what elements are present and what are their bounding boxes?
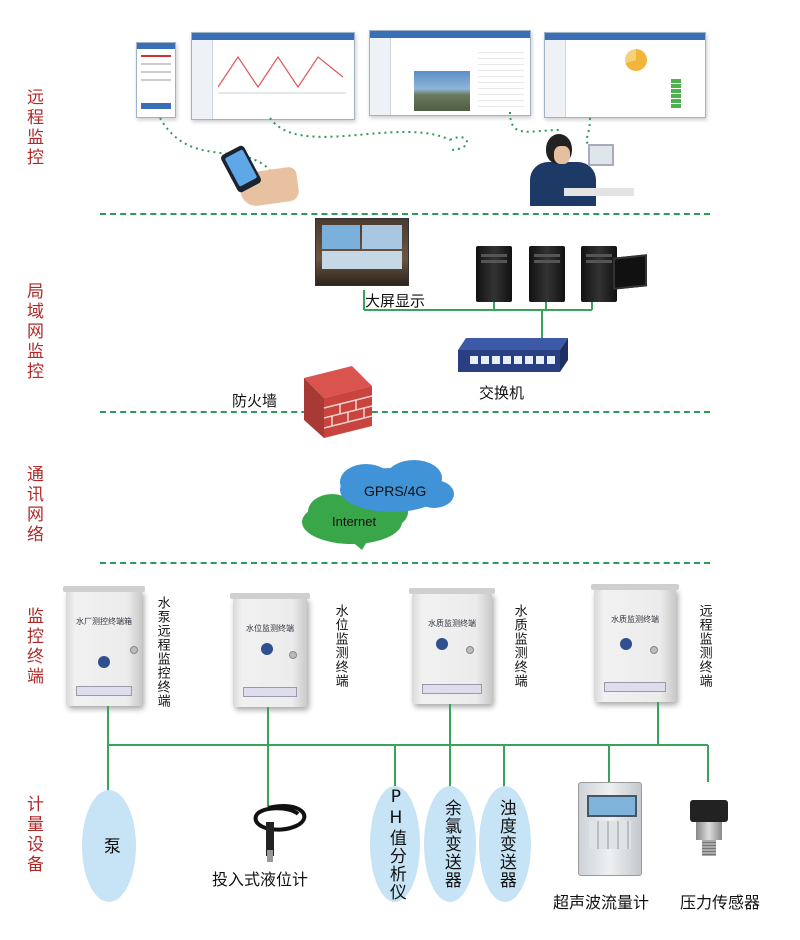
cabinet-level-name: 水位监测终端 <box>246 624 294 633</box>
terminal-quality-label: 水质监测终端 <box>511 604 527 688</box>
device-turbidity-transmitter: 浊度变送器 <box>479 786 531 902</box>
camera-feed-thumbnail <box>414 71 470 111</box>
lock-knob-icon <box>466 646 474 654</box>
device-ph-analyzer: PH值分析仪 <box>370 786 420 902</box>
section-remote-label: 远程监控 <box>23 88 43 168</box>
logo-badge-icon <box>620 638 632 650</box>
cabinet-water-level-terminal: 水位监测终端 <box>230 593 310 707</box>
divider-network-terminal <box>100 562 710 564</box>
cabinet-quality-name: 水质监测终端 <box>428 619 476 628</box>
section-network-label: 通讯网络 <box>23 465 43 545</box>
divider-lan-network <box>100 411 710 413</box>
firewall-icon <box>304 366 373 438</box>
network-clouds-icon: GPRS/4G Internet <box>302 460 454 550</box>
switch-label: 交换机 <box>479 384 525 402</box>
device-pump: 泵 <box>82 790 136 902</box>
lan-wiring <box>363 290 593 346</box>
video-wall-icon <box>315 218 409 286</box>
cloud-bottom-label: Internet <box>332 514 376 529</box>
logo-badge-icon <box>436 638 448 650</box>
cloud-top-label: GPRS/4G <box>364 483 426 499</box>
cabinet-remote-name: 水质监测终端 <box>611 615 659 624</box>
device-chlorine-transmitter: 余氯变送器 <box>424 786 476 902</box>
network-switch-icon <box>458 338 568 372</box>
terminal-level-label: 水位监测终端 <box>332 604 348 688</box>
trend-chart-thumbnail <box>218 55 346 94</box>
server-pc-icon-2 <box>529 246 565 302</box>
device-ultrasonic-label: 超声波流量计 <box>553 893 650 912</box>
big-screen-label: 大屏显示 <box>365 292 426 310</box>
section-lan-label: 局域网监控 <box>23 282 43 382</box>
pressure-sensor-icon <box>686 800 732 860</box>
lock-knob-icon <box>289 651 297 659</box>
level-meter-icon <box>253 804 307 862</box>
cabinet-water-quality-terminal: 水质监测终端 <box>409 588 495 704</box>
dashboard-screenshot-trend <box>191 32 355 120</box>
dashboard-screenshot-stats <box>544 32 706 118</box>
divider-remote-lan <box>100 213 710 215</box>
device-pump-label: 泵 <box>99 837 120 855</box>
device-level-meter-label: 投入式液位计 <box>212 870 309 889</box>
server-pc-icon-1 <box>476 246 512 302</box>
section-metering-label: 计量设备 <box>23 795 43 875</box>
logo-badge-icon <box>98 656 110 668</box>
terminal-pump-label: 水泵远程监控终端 <box>154 596 170 708</box>
cabinet-pump-terminal: 水厂测控终端箱 <box>63 586 145 706</box>
cabinet-pump-name: 水厂测控终端箱 <box>76 617 132 626</box>
operator-workstation-icon <box>524 128 634 206</box>
logo-badge-icon <box>261 643 273 655</box>
terminal-remote-label: 远程监测终端 <box>696 604 712 688</box>
remote-link-dotted-lines <box>159 111 596 171</box>
dashboard-screenshot-video <box>369 30 531 116</box>
lock-knob-icon <box>650 646 658 654</box>
firewall-label: 防火墙 <box>232 392 278 410</box>
mobile-app-screenshot <box>136 42 176 118</box>
server-pc-icon-3 <box>581 246 617 302</box>
ultrasonic-flow-meter-icon <box>578 782 642 876</box>
section-terminal-label: 监控终端 <box>23 607 43 687</box>
pie-chart-thumbnail <box>625 49 647 71</box>
device-turbidity-label: 浊度变送器 <box>495 799 516 889</box>
device-chlorine-label: 余氯变送器 <box>440 799 461 889</box>
device-ph-label: PH值分析仪 <box>385 787 406 901</box>
device-pressure-label: 压力传感器 <box>680 893 761 912</box>
lock-knob-icon <box>130 646 138 654</box>
cabinet-remote-terminal: 水质监测终端 <box>591 584 679 702</box>
